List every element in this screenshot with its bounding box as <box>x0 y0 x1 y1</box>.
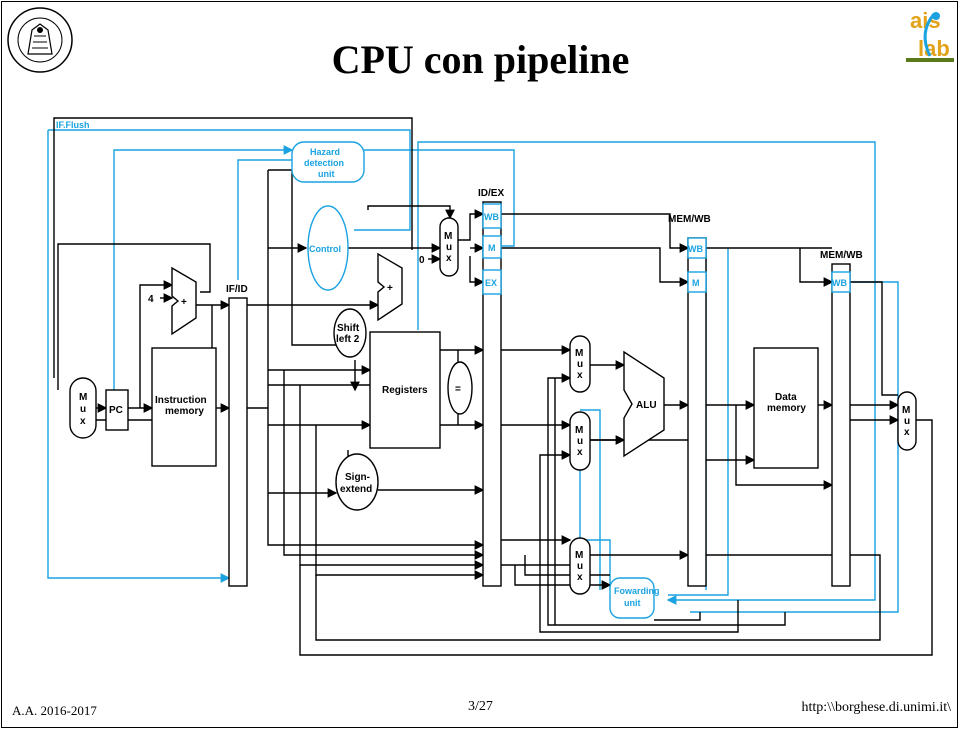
svg-text:EX: EX <box>485 278 497 288</box>
regdst-mux: M u x <box>569 537 591 595</box>
svg-text:u: u <box>577 359 583 370</box>
svg-text:u: u <box>904 416 910 427</box>
if-id-register: IF/ID <box>226 284 248 587</box>
svg-text:x: x <box>577 370 583 381</box>
svg-text:IF/ID: IF/ID <box>226 284 248 295</box>
svg-text:M: M <box>444 231 452 242</box>
pc-mux: M u x <box>69 377 97 439</box>
svg-text:M: M <box>79 392 87 403</box>
svg-text:lab: lab <box>918 36 950 61</box>
svg-text:M: M <box>692 278 700 288</box>
svg-text:Shift: Shift <box>337 323 360 334</box>
svg-text:u: u <box>577 436 583 447</box>
footer-url: http:\\borghese.di.unimi.it\ <box>801 700 951 715</box>
branch-adder: + <box>377 252 403 322</box>
const-four: 4 <box>148 294 154 305</box>
svg-text:unit: unit <box>624 598 641 608</box>
svg-text:Fowarding: Fowarding <box>614 586 660 596</box>
svg-text:Instruction: Instruction <box>155 395 207 406</box>
ex-mem-register: WB M MEM/WB <box>668 214 711 587</box>
svg-text:u: u <box>577 561 583 572</box>
svg-text:x: x <box>446 253 452 264</box>
sign-extend: Sign- extend <box>335 453 379 511</box>
svg-text:M: M <box>575 348 583 359</box>
svg-text:u: u <box>80 404 86 415</box>
svg-text:u: u <box>446 242 452 253</box>
svg-text:=: = <box>455 384 461 395</box>
svg-text:memory: memory <box>165 406 204 417</box>
svg-text:WB: WB <box>484 212 499 222</box>
const-zero: 0 <box>419 255 425 266</box>
svg-text:+: + <box>181 297 187 308</box>
svg-text:ID/EX: ID/EX <box>478 188 504 199</box>
svg-text:ALU: ALU <box>636 400 657 411</box>
svg-text:M: M <box>488 243 496 253</box>
id-ex-register: WB M EX ID/EX <box>478 188 504 587</box>
svg-text:MEM/WB: MEM/WB <box>820 250 863 261</box>
svg-text:Registers: Registers <box>382 385 428 396</box>
aislab-logo: ais lab <box>906 6 954 62</box>
svg-text:Hazard: Hazard <box>310 147 340 157</box>
svg-text:M: M <box>575 425 583 436</box>
data-memory: Data memory <box>753 347 819 469</box>
registers: Registers <box>369 331 441 449</box>
instruction-memory: Instruction memory <box>151 347 217 467</box>
slide-title: CPU con pipeline <box>331 37 630 82</box>
svg-text:x: x <box>904 427 910 438</box>
svg-text:PC: PC <box>109 405 123 416</box>
svg-text:left 2: left 2 <box>336 334 360 345</box>
svg-text:+: + <box>387 283 393 294</box>
footer-academic-year: A.A. 2016-2017 <box>12 703 97 718</box>
alu-mux-a: M u x <box>569 335 591 393</box>
writeback-mux: M u x <box>897 391 917 451</box>
svg-text:Sign-: Sign- <box>345 472 370 483</box>
svg-text:extend: extend <box>340 484 372 495</box>
alu-mux-b: M u x <box>569 411 591 471</box>
svg-text:Control: Control <box>309 244 341 254</box>
page-number: 3/27 <box>468 699 493 714</box>
mem-wb-register: WB MEM/WB <box>820 250 863 587</box>
svg-text:unit: unit <box>318 169 335 179</box>
control-unit: Control <box>307 205 349 291</box>
if-flush-label: IF.Flush <box>56 120 90 130</box>
pc-adder: + <box>171 266 197 336</box>
svg-text:memory: memory <box>767 403 806 414</box>
program-counter: PC <box>105 389 129 431</box>
equality-comparator: = <box>447 361 473 415</box>
svg-text:x: x <box>80 416 86 427</box>
control-mux: M u x <box>439 217 459 277</box>
shift-left-2: Shift left 2 <box>333 308 367 358</box>
forwarding-unit: Fowarding unit <box>609 577 660 619</box>
svg-text:x: x <box>577 572 583 583</box>
svg-text:WB: WB <box>832 278 847 288</box>
svg-text:M: M <box>575 550 583 561</box>
svg-text:detection: detection <box>304 158 344 168</box>
svg-text:Data: Data <box>775 392 797 403</box>
svg-text:MEM/WB: MEM/WB <box>668 214 711 225</box>
svg-text:WB: WB <box>688 244 703 254</box>
university-seal-logo <box>7 7 73 73</box>
svg-text:x: x <box>577 447 583 458</box>
hazard-detection-unit: Hazard detection unit <box>291 141 365 183</box>
svg-text:M: M <box>902 405 910 416</box>
alu: ALU <box>623 350 665 458</box>
